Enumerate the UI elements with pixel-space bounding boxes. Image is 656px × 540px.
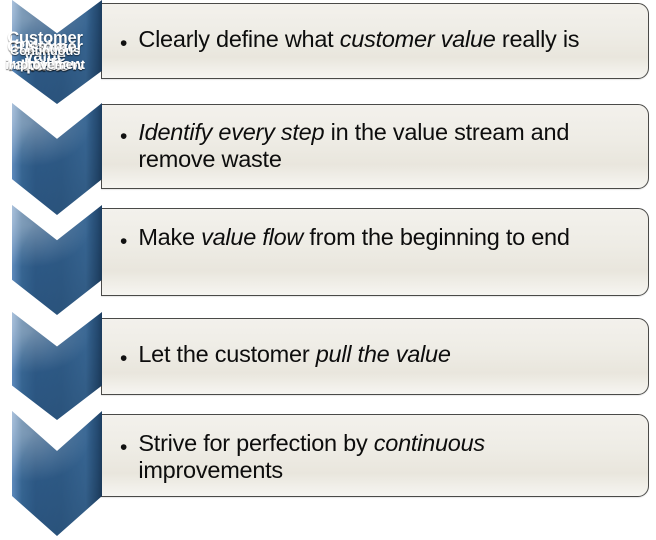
callout-content: • Let the customer pull the value (120, 341, 630, 369)
callout-text: Make value flow from the beginning to en… (138, 224, 570, 250)
callout-box-customer-value: • Clearly define what customer value rea… (101, 3, 649, 79)
callout-box-customer-pulls: • Let the customer pull the value (101, 318, 649, 395)
callout-box-make-value-flow: • Make value flow from the beginning to … (101, 208, 649, 296)
bullet-icon: • (120, 125, 128, 148)
chevron-shape (12, 312, 102, 420)
callout-text: Identify every step in the value stream … (138, 119, 570, 173)
chevron-step-customer-pulls[interactable] (12, 312, 102, 420)
callout-content: • Strive for perfection by continuous im… (120, 430, 630, 485)
callout-content: • Make value flow from the beginning to … (120, 224, 630, 252)
chevron-step-continuous-improvement[interactable] (12, 411, 102, 536)
bullet-icon: • (120, 347, 128, 370)
callout-box-remove-waste: • Identify every step in the value strea… (101, 104, 649, 189)
callout-text: Clearly define what customer value reall… (138, 26, 580, 52)
callout-content: • Identify every step in the value strea… (120, 119, 630, 174)
chevron-shape (12, 103, 102, 215)
chevron-step-remove-waste[interactable] (12, 103, 102, 215)
chevron-shape (12, 205, 102, 315)
callout-text: Let the customer pull the value (138, 341, 451, 367)
bullet-icon: • (120, 32, 128, 55)
callout-content: • Clearly define what customer value rea… (120, 26, 630, 54)
bullet-icon: • (120, 436, 128, 459)
chevron-shape (12, 0, 102, 104)
chevron-step-make-value-flow[interactable] (12, 205, 102, 315)
callout-box-continuous-improvement: • Strive for perfection by continuous im… (101, 414, 649, 497)
chevron-shape (12, 411, 102, 536)
bullet-icon: • (120, 230, 128, 253)
chevron-step-customer-value[interactable] (12, 0, 102, 104)
callout-text: Strive for perfection by continuous impr… (138, 430, 485, 484)
